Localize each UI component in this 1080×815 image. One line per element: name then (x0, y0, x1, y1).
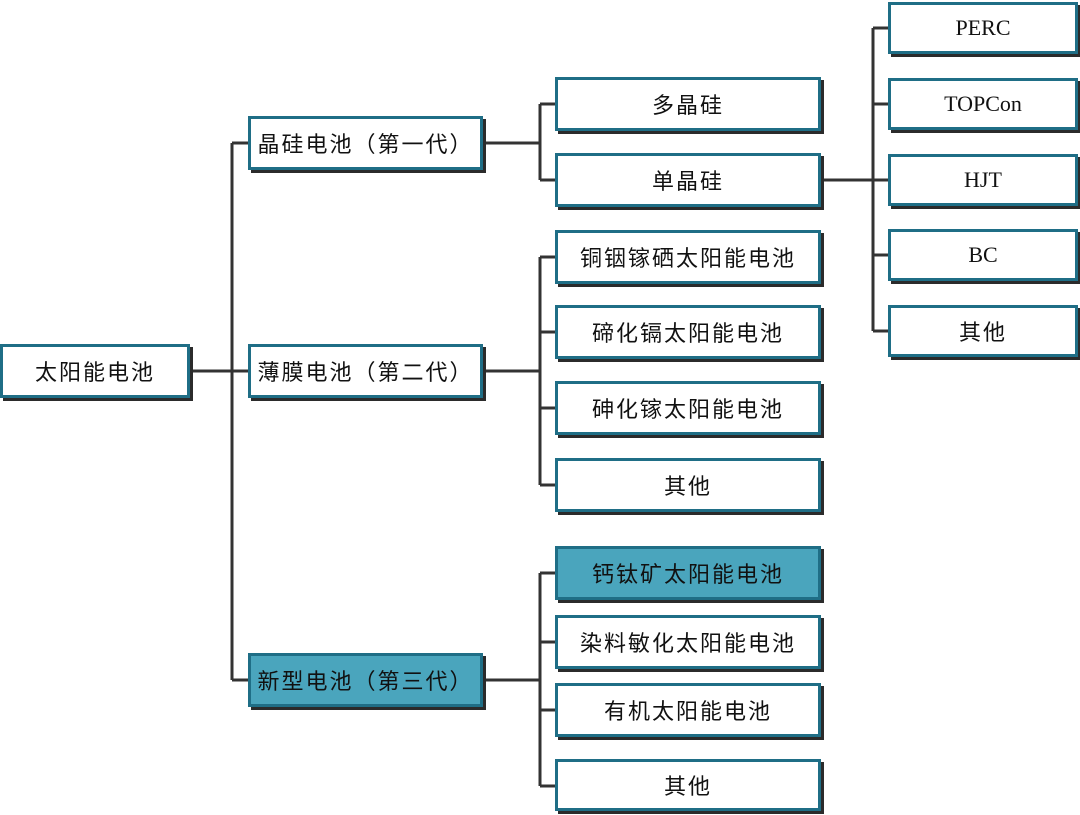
node-dye-sensitized: 染料敏化太阳能电池 (555, 615, 821, 669)
node-tech-topcon: TOPCon (888, 78, 1078, 130)
node-gen2-thin-film: 薄膜电池（第二代） (248, 344, 483, 398)
node-tech-perc: PERC (888, 2, 1078, 54)
node-tech-hjt: HJT (888, 154, 1078, 206)
node-polycrystalline: 多晶硅 (555, 77, 821, 131)
node-cdte: 碲化镉太阳能电池 (555, 305, 821, 359)
node-root: 太阳能电池 (0, 344, 190, 398)
node-gen3-new-type: 新型电池（第三代） (248, 653, 483, 707)
node-cigs: 铜铟镓硒太阳能电池 (555, 230, 821, 284)
node-new-type-other: 其他 (555, 759, 821, 811)
node-organic: 有机太阳能电池 (555, 683, 821, 737)
node-gaas: 砷化镓太阳能电池 (555, 381, 821, 435)
node-thin-film-other: 其他 (555, 458, 821, 512)
node-monocrystalline: 单晶硅 (555, 153, 821, 207)
node-tech-bc: BC (888, 229, 1078, 281)
node-perovskite: 钙钛矿太阳能电池 (555, 546, 821, 600)
node-gen1-crystalline-silicon: 晶硅电池（第一代） (248, 116, 483, 170)
node-tech-other: 其他 (888, 305, 1078, 357)
